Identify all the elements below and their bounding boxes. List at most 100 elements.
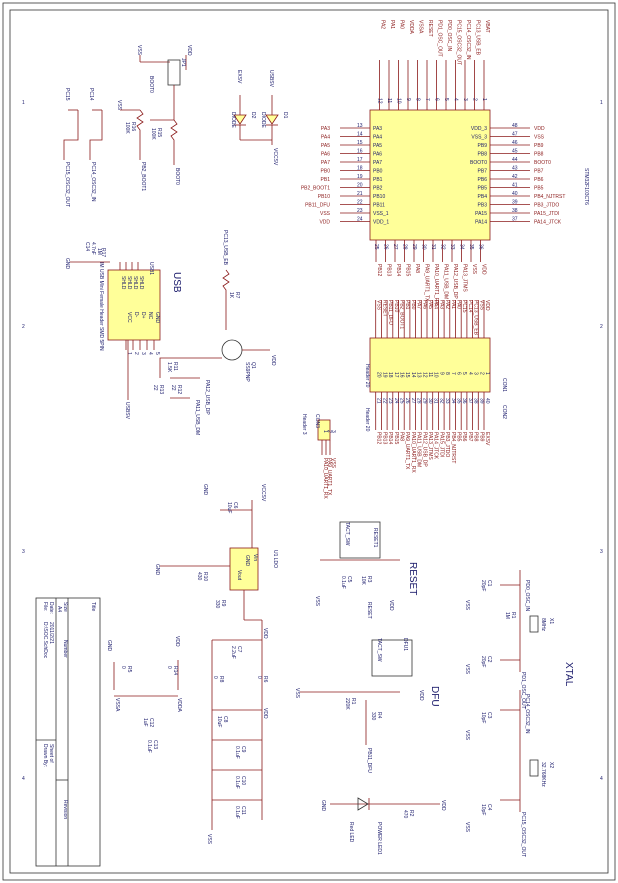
usb1-shield-label: SHLD	[132, 276, 138, 290]
r6-ref: R6	[262, 676, 268, 683]
frame-col-4-right: 4	[600, 776, 603, 782]
r8-val: 0	[212, 676, 218, 679]
r15-val: 100K	[150, 128, 156, 140]
c13-ref: C13	[152, 740, 158, 749]
led-gnd: GND	[320, 800, 326, 812]
mcu-right-net: VSS	[534, 135, 545, 141]
c2-val: 20pF	[480, 656, 486, 667]
con2-pin-num: 23	[387, 398, 393, 404]
c8-val: 10uF	[216, 716, 222, 727]
usb1-shield-label: SHLD	[120, 276, 126, 290]
r16-vss: VSS	[116, 100, 122, 111]
d2-ref: D2	[250, 112, 256, 119]
con1-pin-num: 2	[478, 372, 484, 375]
frame-col-2-left: 2	[22, 324, 25, 330]
mcu-right-pin: PA14	[475, 220, 487, 226]
mcu-left-net: PB10	[318, 194, 330, 200]
con1-net: PA4	[433, 300, 439, 309]
con2-net: PA11_USB_DM	[416, 432, 422, 467]
con2-pin-num: 32	[438, 398, 444, 404]
analog-supply-group: VDD GND R14 0 R5 0 VDDA VSSA C12 1uF C13…	[106, 636, 182, 753]
usb-switch-group: PC13_USB_EB R7 1K Q1 SS9PNP VDD R11 1.5K…	[152, 230, 276, 435]
frame-col-1-left: 1	[22, 100, 25, 106]
usb1-pin-num: 5	[154, 352, 160, 355]
q1-ref: Q1	[250, 362, 256, 369]
usb-group: USB USB1 IM USB Mini Female Header SMD 5…	[64, 242, 182, 420]
ldo-gnd: GND	[154, 564, 160, 576]
con2-net: PB12	[376, 432, 382, 444]
mcu-top-num: 10	[396, 98, 402, 104]
con1-ref: CON1	[501, 378, 507, 392]
mcu-left-net: PA5	[321, 143, 330, 149]
con1-pin-num: 14	[410, 372, 416, 378]
con2-pin-num: 40	[484, 398, 490, 404]
dfu-sw-type: TACT_SW	[376, 638, 382, 662]
frame-col-3-left: 3	[22, 549, 25, 555]
mcu-left-num: 14	[357, 132, 363, 138]
r2-ref: R2	[408, 810, 414, 817]
r1-ref: R1	[350, 698, 356, 705]
con2-net: PB13	[381, 432, 387, 444]
jp1-ref: JP1	[180, 58, 186, 67]
con2-net: PB15	[393, 432, 399, 444]
usbsv-label-bottom: USBSV	[124, 402, 130, 420]
mcu-top-net: PA0	[399, 20, 405, 29]
mcu-left-num: 19	[357, 174, 363, 180]
usb1-pin-label: VCC	[126, 312, 132, 323]
r2-val: 470	[402, 810, 408, 819]
con1-net: VDD	[484, 300, 490, 311]
con1-pin-num: 15	[404, 372, 410, 378]
dfu-group: DFU DFU1 TACT_SW VDD VSS R1 220K R4 330 …	[294, 638, 440, 773]
con1-pin-num: 16	[399, 372, 405, 378]
mcu-right-num: 46	[512, 140, 518, 146]
pc15-out-label: PC15_OSC32_OUT	[64, 162, 70, 207]
frame-col-4-left: 4	[22, 776, 25, 782]
mcu-bottom-num: 28	[402, 244, 408, 250]
r4-val: 330	[370, 712, 376, 721]
mcu-left-pin: PB1	[373, 177, 383, 183]
mcu-left-num: 21	[357, 191, 363, 197]
mcu-right-pin: VSS_3	[471, 135, 487, 141]
con1-net: PB10	[393, 300, 399, 312]
mcu-bottom-num: 26	[383, 244, 389, 250]
r1-val: 220K	[344, 698, 350, 710]
boot-vss-label: VSS	[136, 45, 142, 56]
mcu-right-num: 44	[512, 157, 518, 163]
mcu-left-num: 24	[357, 217, 363, 223]
con2-net: PB4_NJTRST	[450, 432, 456, 463]
mcu-bottom-net: PA11_USB_DM	[443, 264, 449, 299]
mcu-bottom-pins: PB1225PB1326PB1427PB1528PA829PA9_UART1_T…	[373, 240, 487, 305]
d1-type: DIODE	[260, 112, 266, 129]
con3-group: CON3 Header 3 PA10_UART1_RX1PA9_UART1_TX…	[301, 414, 336, 499]
sheet-inner-border	[9, 9, 609, 874]
c7-ref: C7	[236, 646, 242, 653]
con2-pin-num: 35	[456, 398, 462, 404]
ldo-group: U1 LDO Vin GND Vout VCCSV C6 10uF GND GN…	[154, 484, 278, 845]
mcu-bottom-num: 33	[449, 244, 455, 250]
con2-pin-num: 24	[393, 398, 399, 404]
pc14-xtal-label: PC14_OSC32_IN	[524, 694, 530, 734]
con2-pin-num: 30	[427, 398, 433, 404]
d2-type: DIODE	[230, 112, 236, 129]
usb-gnd-label: GND	[64, 258, 70, 270]
mcu-right-net: PB9	[534, 143, 544, 149]
u1-gnd: GND	[244, 555, 250, 567]
c9-val: 0.1uF	[234, 746, 240, 759]
mcu-right-net: PB6	[534, 177, 544, 183]
mcu-top-num: 3	[462, 98, 468, 101]
led-vdd: VDD	[440, 800, 446, 811]
c1-val: 20pF	[480, 580, 486, 591]
tb-date-label: Date:	[48, 602, 54, 614]
mcu-left-pin: PA6	[373, 152, 382, 158]
mcu-right-pins: VDD48VDD_3VSS47VSS_3PB946PB9PB845PB8BOOT…	[470, 123, 565, 226]
mcu-right-pin: PB8	[478, 152, 488, 158]
dfu-net: PB11_DFU	[366, 748, 372, 773]
u1-title: U1 LDO	[272, 550, 278, 568]
con2-net: PB8	[473, 432, 479, 442]
c4-ref: C4	[486, 804, 492, 811]
c3-ref: C3	[486, 712, 492, 719]
con2-pin-num: 26	[404, 398, 410, 404]
r16-val: 100K	[124, 122, 130, 134]
mcu-left-net: PA7	[321, 160, 330, 166]
